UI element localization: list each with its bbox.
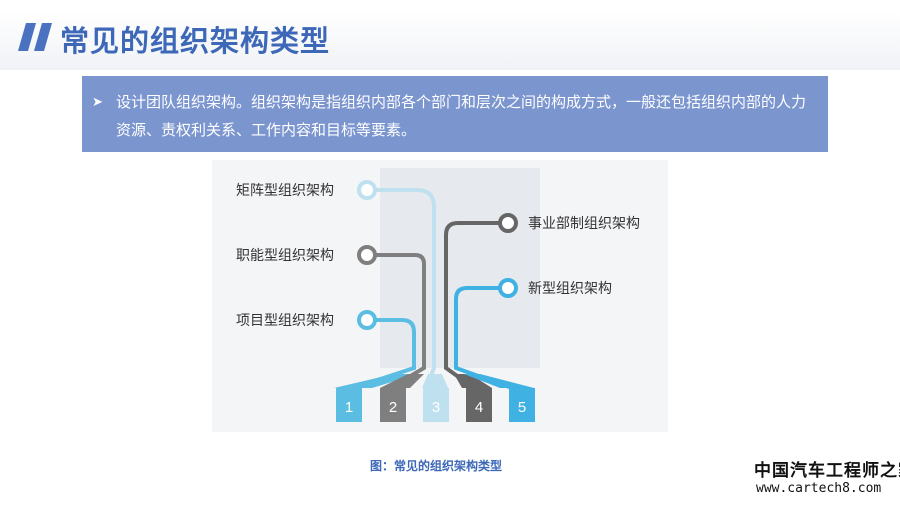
label-functional: 职能型组织架构 [236, 248, 334, 264]
diagram: 1 2 3 4 5 矩阵型组织架构 职能型组织架构 项目型组织架构 事业部制组织… [212, 160, 668, 432]
connector-line-5 [454, 286, 513, 390]
connector-line-4 [444, 221, 499, 390]
watermark [746, 447, 900, 505]
page-title: 常见的组织架构类型 [60, 24, 331, 58]
title-bar [0, 12, 900, 70]
node-3 [357, 310, 377, 330]
watermark-url: www.cartech8.com [756, 481, 882, 496]
block-number-3: 3 [432, 399, 440, 416]
bullet-arrow-icon: ➤ [92, 95, 103, 110]
intro-text: 设计团队组织架构。组织架构是指组织内部各个部门和层次之间的构成方式，一般还包括组… [116, 93, 807, 139]
wedge-2 [380, 374, 424, 388]
block-number-2: 2 [389, 399, 397, 416]
watermark-cn: 中国汽车工程师之家 [754, 461, 900, 481]
connector-line-2 [376, 253, 426, 390]
block-number-1: 1 [345, 399, 353, 416]
block-2 [380, 388, 406, 422]
block-3 [423, 388, 449, 422]
block-number-4: 4 [475, 399, 483, 416]
label-matrix: 矩阵型组织架构 [236, 183, 334, 199]
diagram-graphic: 1 2 3 4 5 [334, 168, 540, 422]
node-4 [498, 213, 518, 233]
label-project: 项目型组织架构 [236, 313, 334, 329]
background-watermark-shape [380, 168, 540, 368]
label-new: 新型组织架构 [528, 281, 612, 297]
title-decoration-icon [18, 23, 52, 51]
node-5 [498, 278, 518, 298]
wedge-1 [334, 374, 418, 388]
label-divisional: 事业部制组织架构 [528, 216, 640, 232]
intro-box: ➤ 设计团队组织架构。组织架构是指组织内部各个部门和层次之间的构成方式，一般还包… [82, 76, 828, 152]
wedge-5 [464, 374, 534, 388]
wedge-3 [422, 374, 448, 388]
connector-line-1 [376, 188, 436, 389]
block-5 [509, 388, 535, 422]
figure-caption: 图：常见的组织架构类型 [370, 459, 503, 473]
connector-line-3 [352, 318, 416, 390]
block-number-5: 5 [518, 399, 526, 416]
node-2 [357, 245, 377, 265]
node-1 [357, 180, 377, 200]
block-4 [466, 388, 492, 422]
block-1 [336, 388, 362, 422]
wedge-4 [454, 374, 492, 388]
